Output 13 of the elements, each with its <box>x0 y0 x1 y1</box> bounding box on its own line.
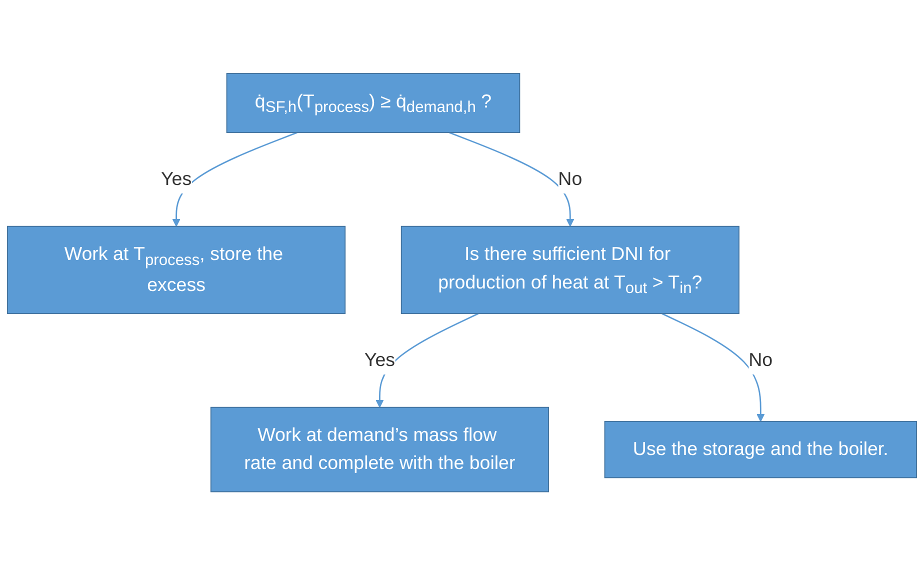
arrow <box>376 312 479 408</box>
node-box: q̇$_{SF,h}$(T$_{process}$) ≥ q̇$_{demand,h}$ ? <box>226 72 520 133</box>
arrow <box>662 312 765 422</box>
node-box: Is there sufficient DNI for production of heat at T$_{out}$ > T$_{in}$? <box>400 226 740 314</box>
arrow <box>172 132 298 227</box>
edge-label: No <box>558 169 582 190</box>
arrow <box>449 132 574 227</box>
edge-label: No <box>748 350 773 371</box>
node-box: Work at T$_{process}$, store the excess <box>7 226 346 314</box>
edge-label: Yes <box>161 169 192 190</box>
node-box: Work at demand’s mass flow rate and complete with the boiler <box>210 406 549 492</box>
edge-label: Yes <box>364 350 396 371</box>
node-box: Use the storage and the boiler. <box>604 420 917 478</box>
